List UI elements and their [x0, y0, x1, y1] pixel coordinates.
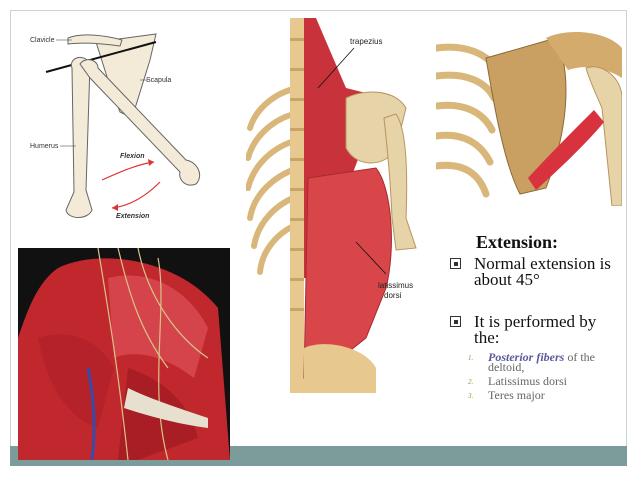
- sub-list-number: 1.: [468, 354, 474, 362]
- label-extension: Extension: [116, 213, 149, 220]
- sub-list-emphasis: Posterior fibers: [488, 350, 565, 364]
- sub-list-number: 3.: [468, 392, 474, 400]
- sub-list-item: 2. Latissimus dorsi: [468, 374, 628, 388]
- back-muscles-figure: trapezius latissimus dorsi: [246, 18, 432, 393]
- sub-list-text: Posterior fibers of the deltoid,: [488, 350, 628, 374]
- bullet-box-icon: [450, 316, 461, 327]
- label-dorsi: dorsi: [384, 291, 402, 300]
- label-clavicle: Clavicle: [30, 37, 55, 44]
- slide-heading: Extension:: [476, 232, 559, 252]
- back-muscles-illustration: trapezius latissimus dorsi: [246, 18, 432, 393]
- bullet-item: It is performed by the:: [450, 312, 620, 350]
- sub-list-text: Teres major: [488, 388, 545, 402]
- label-trapezius: trapezius: [350, 37, 382, 46]
- bullet-text: It is performed by the:: [474, 312, 597, 347]
- bullet-box-icon: [450, 258, 461, 269]
- bullet-item: Normal extension is about 45°: [450, 254, 620, 312]
- label-humerus: Humerus: [30, 143, 59, 150]
- bullet-text: Normal extension is about 45°: [474, 254, 611, 289]
- sub-list-item: 3. Teres major: [468, 388, 628, 402]
- label-flexion: Flexion: [120, 153, 145, 160]
- sub-list-text: Latissimus dorsi: [488, 374, 568, 388]
- bone-diagram: Clavicle Scapula Humerus Flexion Extensi…: [28, 20, 228, 234]
- shoulder-illustration: [436, 18, 622, 206]
- deltoid-illustration: [18, 248, 230, 460]
- label-latissimus: latissimus: [378, 281, 413, 290]
- sub-list-item: 1. Posterior fibers of the deltoid,: [468, 350, 628, 374]
- sub-list-rest: of the deltoid,: [488, 350, 595, 374]
- deltoid-closeup-figure: [18, 248, 230, 460]
- bone-diagram-illustration: Clavicle Scapula Humerus Flexion Extensi…: [30, 33, 201, 220]
- shoulder-teres-major-figure: [436, 18, 622, 206]
- sub-list-number: 2.: [468, 378, 474, 386]
- label-scapula: Scapula: [146, 77, 171, 84]
